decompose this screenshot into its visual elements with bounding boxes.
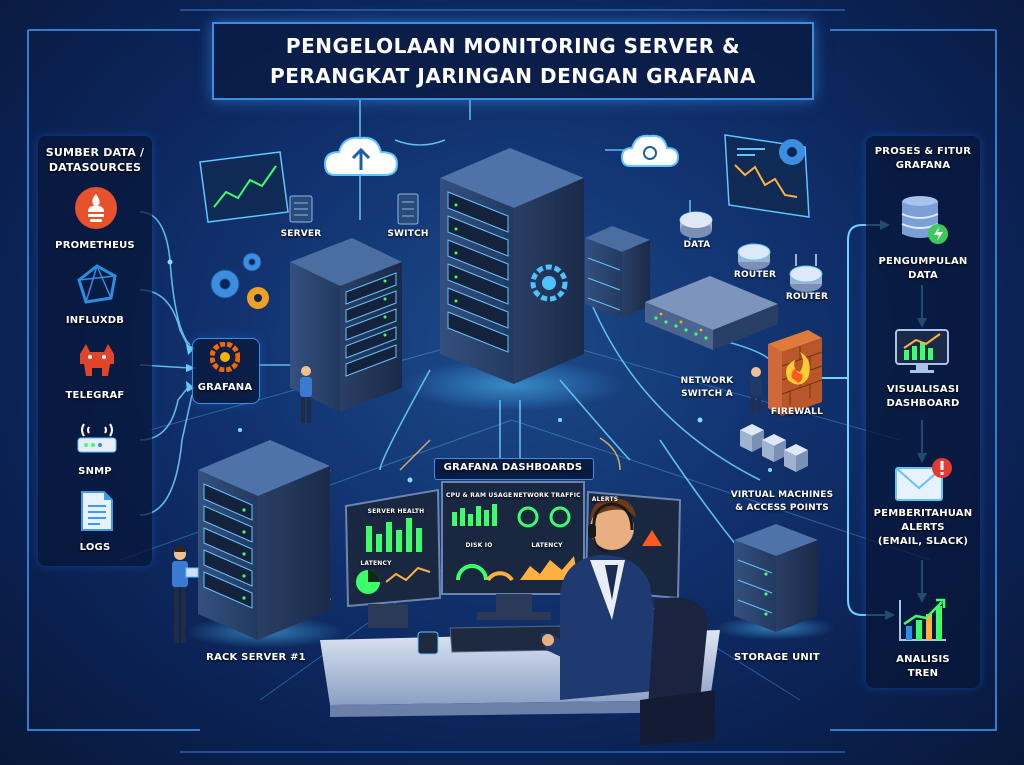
panel-title-latency: LATENCY xyxy=(531,542,563,549)
document-icon xyxy=(81,491,113,531)
feature-step-2-line-1: VISUALISASI xyxy=(886,384,960,395)
vm-label-line-1: VIRTUAL MACHINES xyxy=(730,490,834,500)
grafana-logo-icon xyxy=(210,342,240,372)
feature-step-3-line-3: (EMAIL, SLACK) xyxy=(877,536,969,547)
datasource-label-logs: LOGS xyxy=(79,542,111,553)
grafana-label: GRAFANA xyxy=(197,382,253,393)
title-box: PENGELOLAAN MONITORING SERVER & PERANGKA… xyxy=(212,22,814,100)
dashboards-heading: GRAFANA DASHBOARDS xyxy=(443,462,583,473)
datasource-label-telegraf: TELEGRAF xyxy=(65,390,125,401)
prometheus-icon xyxy=(75,187,117,229)
panel-title-network-traffic: NETWORK TRAFFIC xyxy=(513,492,581,499)
network-switch-label-line-2: SWITCH A xyxy=(681,389,733,399)
feature-step-1-line-1: PENGUMPULAN xyxy=(878,256,968,267)
switch-label: SWITCH xyxy=(387,229,429,239)
panel-title-cpu-ram: CPU & RAM USAGE xyxy=(446,492,513,499)
datasource-label-snmp: SNMP xyxy=(78,466,112,477)
feature-step-3-line-1: PEMBERITAHUAN xyxy=(873,508,973,519)
grafana-node xyxy=(192,338,260,404)
data-label: DATA xyxy=(683,240,711,250)
panel-title-server-health: SERVER HEALTH xyxy=(367,508,425,515)
router-icon xyxy=(77,423,117,453)
router-label-2: ROUTER xyxy=(785,292,829,302)
panel-title-disk-io: DISK IO xyxy=(465,542,493,549)
feature-step-4-line-2: TREN xyxy=(907,668,939,679)
feature-step-3-line-2: ALERTS xyxy=(901,522,945,533)
router-label-1: ROUTER xyxy=(733,270,777,280)
firewall-label: FIREWALL xyxy=(770,407,824,417)
telegraf-icon xyxy=(80,344,114,376)
panel-title-alerts: ALERTS xyxy=(591,496,619,503)
storage-unit-label: STORAGE UNIT xyxy=(734,652,820,663)
datasource-label-influxdb: INFLUXDB xyxy=(65,315,125,326)
datasources-heading-line-2: DATASOURCES xyxy=(48,161,142,174)
feature-step-4-line-1: ANALISIS xyxy=(896,654,950,665)
server-label: SERVER xyxy=(280,229,322,239)
influxdb-icon xyxy=(77,264,117,304)
vm-label-line-2: & ACCESS POINTS xyxy=(735,503,829,513)
features-heading-line-2: GRAFANA xyxy=(895,160,951,171)
trend-chart-icon xyxy=(899,598,946,641)
panel-title-latency-left: LATENCY xyxy=(360,560,392,567)
datasources-heading-line-1: SUMBER DATA / xyxy=(45,146,145,159)
email-alert-icon xyxy=(895,458,952,501)
database-icon xyxy=(901,196,948,244)
monitor-chart-icon xyxy=(895,329,949,373)
network-switch-label-line-1: NETWORK xyxy=(680,376,734,386)
title-line-2: PERANGKAT JARINGAN DENGAN GRAFANA xyxy=(270,64,756,88)
feature-step-2-line-2: DASHBOARD xyxy=(886,398,960,409)
datasource-label-prometheus: PROMETHEUS xyxy=(55,240,135,251)
dashboards-heading-box xyxy=(434,458,594,480)
rack-server-label: RACK SERVER #1 xyxy=(206,652,306,663)
features-heading-line-1: PROSES & FITUR xyxy=(874,146,972,157)
feature-step-1-line-2: DATA xyxy=(908,270,938,281)
title-line-1: PENGELOLAAN MONITORING SERVER & xyxy=(285,34,741,58)
